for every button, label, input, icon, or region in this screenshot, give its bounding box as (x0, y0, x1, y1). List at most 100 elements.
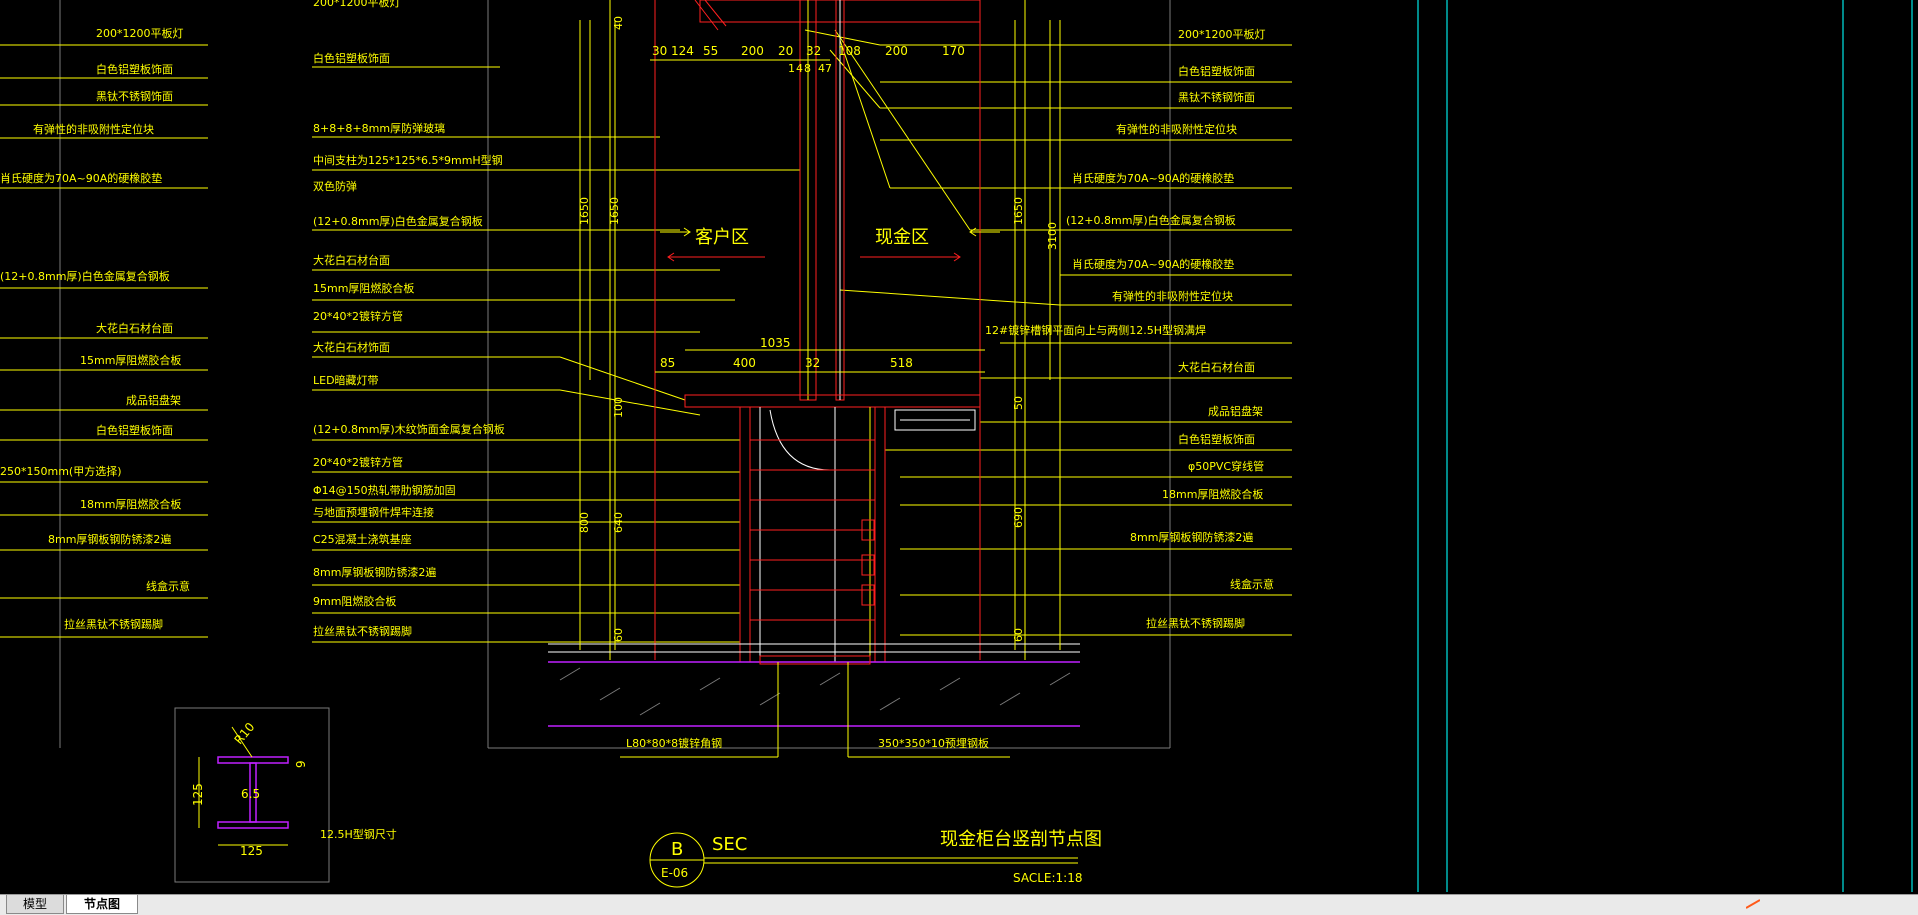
center-label: 大花白石材饰面 (313, 340, 390, 354)
sheet-frames (59, 0, 1913, 892)
width-label: 125 (240, 844, 263, 858)
tab-model[interactable]: 模型 (6, 895, 64, 914)
left-label: (12+0.8mm厚)白色金属复合钢板 (0, 269, 170, 283)
web-label: 6.5 (241, 787, 260, 801)
right-label: 8mm厚钢板钢防锈漆2遍 (1130, 530, 1253, 544)
dim-vertical: 690 (1012, 507, 1025, 528)
left-label: 15mm厚阻燃胶合板 (80, 353, 181, 367)
h-steel-detail (174, 707, 330, 883)
dimension-text: 30 124 55 200 20 32 108 200 170 1 4 8 47… (578, 16, 1059, 642)
center-label: Φ14@150热轧带肋钢筋加固 (313, 483, 456, 497)
dim-vertical: 60 (612, 628, 625, 642)
dim-top: 1 (788, 62, 795, 75)
zone-customer-label: 客户区 (695, 227, 749, 248)
left-label: 大花白石材台面 (96, 321, 173, 335)
zone-arrows (660, 227, 1000, 262)
left-annotations: 200*1200平板灯 白色铝塑板饰面 黑钛不锈钢饰面 有弹性的非吸附性定位块 … (0, 26, 190, 631)
left-label: 白色铝塑板饰面 (96, 62, 173, 76)
center-label: 双色防弹 (313, 179, 357, 193)
dim-vertical: 800 (578, 512, 591, 533)
title-block (649, 832, 1078, 888)
left-label: 8mm厚钢板钢防锈漆2遍 (48, 532, 171, 546)
center-label: 20*40*2镀锌方管 (313, 455, 403, 469)
left-label: 有弹性的非吸附性定位块 (33, 122, 154, 136)
dim-top: 55 (703, 44, 718, 58)
sheet-number: E-06 (661, 866, 688, 880)
dim-top: 30 (652, 44, 667, 58)
center-label: LED暗藏灯带 (313, 373, 379, 387)
right-label: 肖氏硬度为70A~90A的硬橡胶垫 (1072, 171, 1234, 185)
center-label: 15mm厚阻燃胶合板 (313, 281, 414, 295)
flange-label: 9 (294, 760, 308, 768)
center-label: C25混凝土浇筑基座 (313, 532, 412, 546)
center-annotations: 200*1200平板灯 白色铝塑板饰面 8+8+8+8mm厚防弹玻璃 中间支柱为… (313, 0, 505, 638)
glass-and-post (694, 0, 981, 401)
dim-vertical: 3100 (1046, 222, 1059, 250)
left-label: 250*150mm(甲方选择) (0, 464, 122, 478)
center-label: 与地面预埋钢件焊牢连接 (313, 505, 434, 519)
dim-top: 200 (741, 44, 764, 58)
dim-top: 108 (838, 44, 861, 58)
height-label: 125 (191, 783, 205, 806)
tab-node-drawing[interactable]: 节点图 (66, 895, 138, 914)
center-label: (12+0.8mm厚)白色金属复合钢板 (313, 214, 483, 228)
dim-top: 200 (885, 44, 908, 58)
dim-vertical: 40 (612, 16, 625, 30)
radius-label: R10 (232, 720, 258, 747)
left-label: 成品铝盘架 (126, 393, 181, 407)
right-label: 200*1200平板灯 (1178, 27, 1266, 41)
dim-vertical: 1650 (1012, 197, 1025, 225)
right-label: 黑钛不锈钢饰面 (1178, 90, 1255, 104)
dim-top: 32 (806, 44, 821, 58)
center-label: 8mm厚钢板钢防锈漆2遍 (313, 565, 436, 579)
dim-vertical: 50 (1012, 396, 1025, 410)
title-block-text: B E-06 SEC 现金柜台竖剖节点图 SACLE:1:18 (661, 829, 1102, 885)
right-label: 有弹性的非吸附性定位块 (1112, 289, 1233, 303)
dim-vertical: 640 (612, 512, 625, 533)
left-leaders (0, 44, 208, 638)
zone-cash-label: 现金区 (875, 227, 929, 248)
left-label: 白色铝塑板饰面 (96, 423, 173, 437)
section-mark: SEC (712, 834, 747, 855)
dim-top: 170 (942, 44, 965, 58)
center-label: 大花白石材台面 (313, 253, 390, 267)
dimension-lines (579, 20, 1061, 650)
right-label: (12+0.8mm厚)白色金属复合钢板 (1066, 213, 1236, 227)
dim-top: 124 (671, 44, 694, 58)
center-leaders (312, 66, 800, 643)
dim-vertical: 100 (612, 397, 625, 418)
right-label: 线盒示意 (1230, 577, 1274, 591)
cad-drawing-canvas[interactable]: 200*1200平板灯 白色铝塑板饰面 黑钛不锈钢饰面 有弹性的非吸附性定位块 … (0, 0, 1918, 894)
dim-mid: 518 (890, 356, 913, 370)
left-label: 线盒示意 (146, 579, 190, 593)
center-label: 中间支柱为125*125*6.5*9mmH型钢 (313, 153, 503, 167)
right-label: 白色铝塑板饰面 (1178, 432, 1255, 446)
dim-mid: 1035 (760, 336, 791, 350)
right-label: 白色铝塑板饰面 (1178, 64, 1255, 78)
dim-top: 8 (804, 62, 811, 75)
right-annotations: 200*1200平板灯 白色铝塑板饰面 黑钛不锈钢饰面 有弹性的非吸附性定位块 … (985, 27, 1274, 630)
center-label: 9mm阻燃胶合板 (313, 594, 396, 608)
steel-caption: 12.5H型钢尺寸 (320, 827, 397, 841)
left-label: 200*1200平板灯 (96, 26, 184, 40)
center-label: 8+8+8+8mm厚防弹玻璃 (313, 121, 445, 135)
right-label: φ50PVC穿线管 (1188, 459, 1264, 473)
dim-top: 20 (778, 44, 793, 58)
dim-vertical: 1650 (578, 197, 591, 225)
dim-mid: 400 (733, 356, 756, 370)
right-label: 18mm厚阻燃胶合板 (1162, 487, 1263, 501)
center-label: 拉丝黑钛不锈钢踢脚 (313, 624, 412, 638)
center-label: 200*1200平板灯 (313, 0, 401, 9)
dim-top: 4 (796, 62, 803, 75)
dim-vertical: 1650 (608, 197, 621, 225)
drawing-scale: SACLE:1:18 (1013, 871, 1082, 885)
right-label: 12#镀锌槽钢平面向上与两侧12.5H型钢满焊 (985, 323, 1206, 337)
dim-top: 47 (818, 62, 832, 75)
dim-mid: 32 (805, 356, 820, 370)
h-steel-text: R10 125 6.5 9 125 12.5H型钢尺寸 (191, 720, 397, 858)
cursor-arrow-icon (1746, 899, 1760, 909)
layout-tab-bar: 模型 节点图 (0, 894, 1918, 915)
detail-letter: B (671, 839, 683, 860)
right-label: 大花白石材台面 (1178, 360, 1255, 374)
right-label: 有弹性的非吸附性定位块 (1116, 122, 1237, 136)
